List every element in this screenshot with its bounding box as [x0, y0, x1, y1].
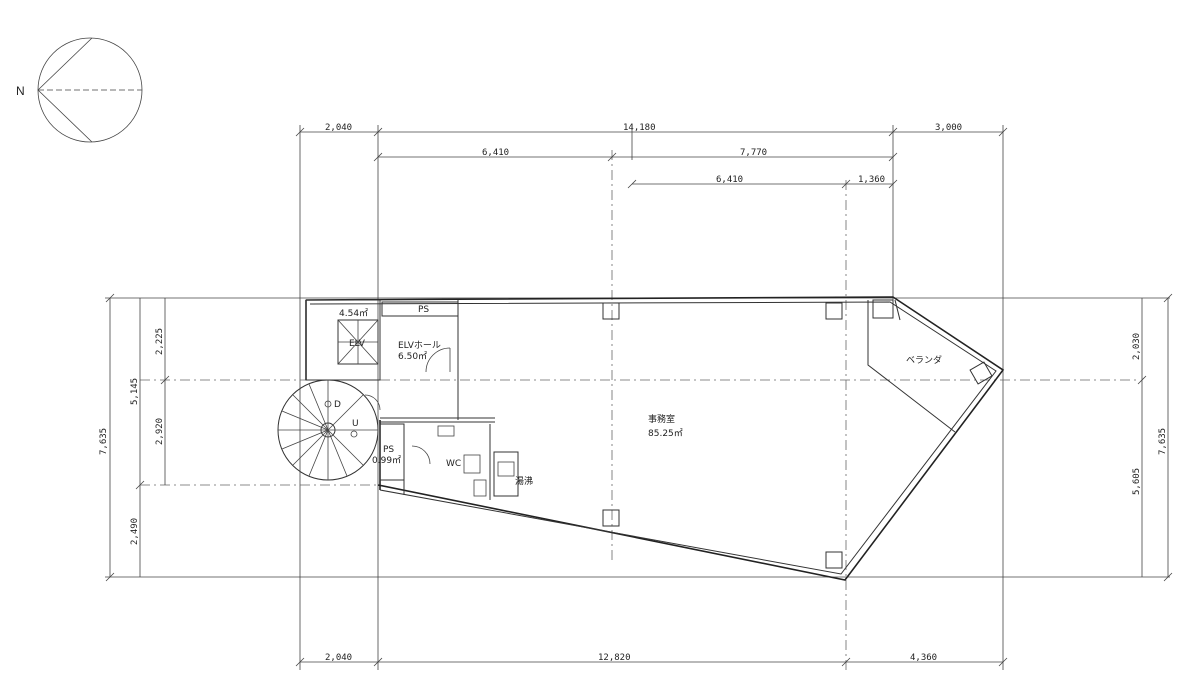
elevator-label: ELV: [349, 339, 366, 349]
dim-left-mid: 5,145: [130, 378, 140, 405]
elv-hall-label: ELVホール: [398, 340, 441, 351]
north-label: N: [16, 84, 25, 98]
veranda-partition: [867, 299, 956, 433]
dim-right-bottom: 5,605: [1132, 468, 1142, 495]
right-dimensions: [1137, 293, 1173, 582]
dim-top-sub-right: 1,360: [858, 175, 885, 185]
bottom-dimensions: [295, 657, 1008, 667]
stair-down-label: D: [334, 400, 341, 410]
spiral-stair: [277, 379, 381, 481]
ps-left-label: PS: [383, 445, 394, 455]
left-dimensions: [105, 293, 170, 582]
wc-label: WC: [446, 459, 461, 469]
elv-hall-walls: [380, 300, 495, 423]
north-arrow-icon: [37, 37, 143, 143]
stair-up-label: U: [352, 419, 359, 429]
area-top-left: 4.54㎡: [339, 308, 368, 319]
veranda-label: ベランダ: [906, 354, 942, 366]
dim-top-sub-middle: 6,410: [716, 175, 743, 185]
dim-bottom-left: 2,040: [325, 653, 352, 663]
dim-left-total: 7,635: [99, 428, 109, 455]
dim-right-top: 2,030: [1132, 333, 1142, 360]
dim-top-inner-right: 7,770: [740, 148, 767, 158]
dim-bottom-right: 4,360: [910, 653, 937, 663]
top-dimensions: [295, 127, 1008, 189]
dim-top-outer-left: 2,040: [325, 123, 352, 133]
ps-left-area: 0.99㎡: [372, 455, 401, 466]
elevator-shaft: [305, 299, 381, 381]
dim-right-total: 7,635: [1158, 428, 1168, 455]
wet-area-walls: [379, 423, 519, 500]
office-label: 事務室: [648, 413, 675, 425]
office-area: 85.25㎡: [648, 428, 683, 439]
dim-top-outer-middle: 14,180: [623, 123, 656, 133]
columns: [602, 299, 993, 569]
dim-left-top: 2,225: [155, 328, 165, 355]
dim-top-outer-right: 3,000: [935, 123, 962, 133]
dim-top-inner-left: 6,410: [482, 148, 509, 158]
kitchenette-label: 湯沸: [515, 475, 533, 487]
dim-bottom-middle: 12,820: [598, 653, 631, 663]
grid-lines: [105, 125, 1170, 670]
ps-top-label: PS: [418, 305, 429, 315]
dim-left-center: 2,920: [155, 418, 165, 445]
elv-hall-area: 6.50㎡: [398, 351, 427, 362]
dim-left-bottom: 2,490: [130, 518, 140, 545]
